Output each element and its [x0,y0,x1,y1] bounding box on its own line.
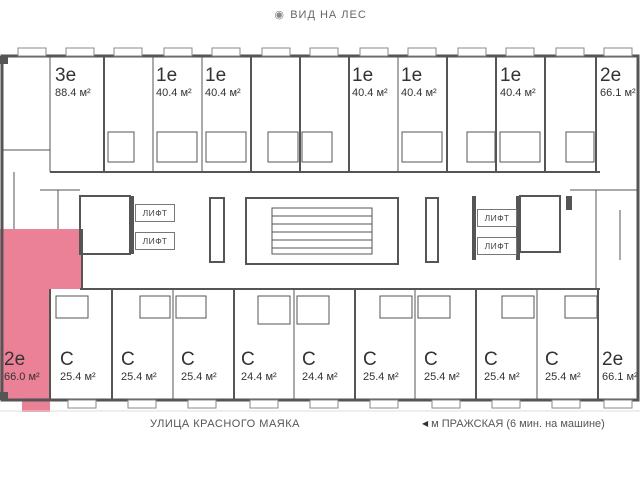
apartment-bottom-10[interactable]: С 25.4 м² [545,350,581,384]
apartment-type: С [241,349,255,370]
apartment-area: 25.4 м² [181,371,217,383]
apartment-type: 2e [600,65,622,86]
apartment-top-1[interactable]: 3e 88.4 м² [55,66,91,100]
apartment-type: 1e [500,65,522,86]
apartment-area: 88.4 м² [55,87,91,99]
apartment-area: 24.4 м² [302,371,338,383]
apartment-area: 40.4 м² [156,87,192,99]
apartment-type: 1e [205,65,227,86]
metro-marker-icon: ◀ [422,419,429,428]
apartment-bottom-3[interactable]: С 25.4 м² [121,350,157,384]
apartment-bottom-11[interactable]: 2e 66.1 м² [602,350,638,384]
apartment-bottom-4[interactable]: С 25.4 м² [181,350,217,384]
apartment-type: С [121,349,135,370]
apartment-top-6[interactable]: 1e 40.4 м² [500,66,536,100]
apartment-type: С [363,349,377,370]
apartment-type: С [302,349,316,370]
metro-label: ◀м ПРАЖСКАЯ (6 мин. на машине) [422,418,605,430]
lift-label: ЛИФТ [135,232,175,250]
apartment-type: С [60,349,74,370]
apartment-area: 25.4 м² [484,371,520,383]
apartment-bottom-5[interactable]: С 24.4 м² [241,350,277,384]
view-label: ◉ВИД НА ЛЕС [274,9,367,21]
apartment-type: С [484,349,498,370]
apartment-area: 66.1 м² [602,371,638,383]
apartment-type: С [545,349,559,370]
apartment-top-4[interactable]: 1e 40.4 м² [352,66,388,100]
apartment-area: 24.4 м² [241,371,277,383]
apartment-area: 25.4 м² [424,371,460,383]
apartment-top-2[interactable]: 1e 40.4 м² [156,66,192,100]
apartment-type: С [424,349,438,370]
apartment-type: 1e [401,65,423,86]
lift-label: ЛИФТ [135,204,175,222]
apartment-area: 40.4 м² [205,87,241,99]
apartment-type: С [181,349,195,370]
apartment-top-5[interactable]: 1e 40.4 м² [401,66,437,100]
eye-icon: ◉ [274,9,285,21]
apartment-type: 3e [55,65,77,86]
apartment-area: 40.4 м² [500,87,536,99]
apartment-top-7[interactable]: 2e 66.1 м² [600,66,636,100]
apartment-bottom-8[interactable]: С 25.4 м² [424,350,460,384]
apartment-area: 25.4 м² [121,371,157,383]
lift-label: ЛИФТ [477,209,517,227]
apartment-area: 40.4 м² [401,87,437,99]
apartment-type: 1e [156,65,178,86]
apartment-area: 40.4 м² [352,87,388,99]
apartment-top-3[interactable]: 1e 40.4 м² [205,66,241,100]
apartment-type: 2e [602,349,624,370]
apartment-area: 25.4 м² [545,371,581,383]
highlighted-apartment[interactable] [0,229,82,400]
apartment-bottom-6[interactable]: С 24.4 м² [302,350,338,384]
apartment-bottom-2[interactable]: С 25.4 м² [60,350,96,384]
lift-label: ЛИФТ [477,237,517,255]
apartment-type: 2e [4,349,26,370]
apartment-bottom-1-highlighted[interactable]: 2e 66.0 м² [4,350,40,384]
apartment-bottom-9[interactable]: С 25.4 м² [484,350,520,384]
apartment-area: 25.4 м² [60,371,96,383]
apartment-area: 66.1 м² [600,87,636,99]
apartment-type: 1e [352,65,374,86]
street-label: УЛИЦА КРАСНОГО МАЯКА [150,418,300,430]
apartment-area: 66.0 м² [4,371,40,383]
apartment-area: 25.4 м² [363,371,399,383]
apartment-bottom-7[interactable]: С 25.4 м² [363,350,399,384]
